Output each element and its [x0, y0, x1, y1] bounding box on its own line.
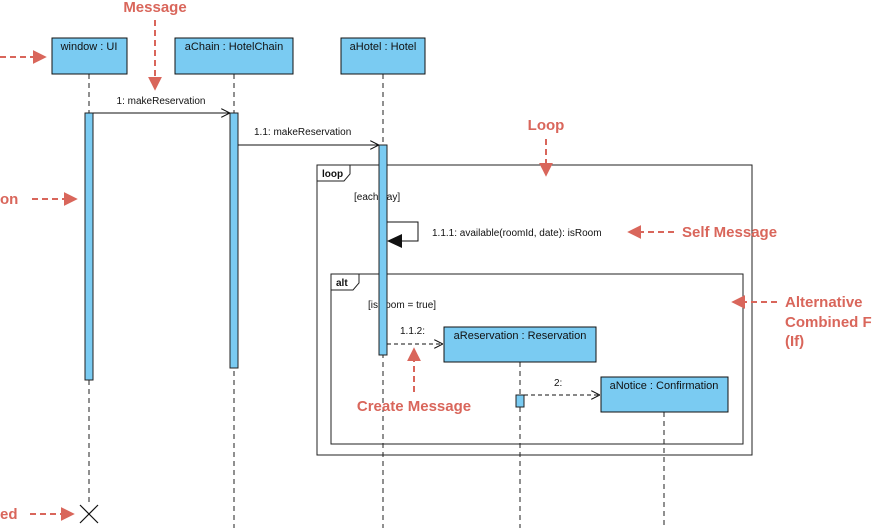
- message-1-1-1-self: 1.1.1: available(roomId, date): isRoom: [387, 221, 602, 248]
- annotation-alternative-1: Alternative: [785, 294, 863, 311]
- areservation-box[interactable]: aReservation : Reservation: [443, 326, 597, 363]
- message-2-label: 2:: [554, 378, 562, 389]
- destroy-x-icon: [79, 504, 99, 524]
- svg-text:aChain : HotelChain: aChain : HotelChain: [185, 41, 283, 53]
- message-1: 1: makeReservation: [93, 96, 229, 113]
- message-1-1-label: 1.1: makeReservation: [254, 127, 351, 138]
- message-2-create: 2:: [524, 378, 599, 395]
- alt-guard: [isRoom = true]: [368, 300, 436, 311]
- annotation-self-message: Self Message: [682, 224, 777, 241]
- svg-text:aHotel : Hotel: aHotel : Hotel: [350, 41, 417, 53]
- svg-text:aNotice : Confirmation: aNotice : Confirmation: [610, 380, 719, 392]
- annotation-destroyed-partial: ed: [0, 506, 18, 523]
- lifeline-ahotel-box[interactable]: aHotel : Hotel: [340, 37, 426, 75]
- lifeline-achain-box[interactable]: aChain : HotelChain: [174, 37, 294, 75]
- svg-text:aReservation : Reservation: aReservation : Reservation: [454, 330, 587, 342]
- alt-tag: alt: [336, 278, 348, 289]
- anotice-box[interactable]: aNotice : Confirmation: [600, 376, 729, 413]
- activation-bars: [84, 112, 525, 408]
- lifeline-window-box[interactable]: window : UI: [51, 37, 128, 75]
- annotation-create-message: Create Message: [357, 398, 471, 415]
- message-1-1-2-create: 1.1.2:: [387, 326, 442, 344]
- loop-tag: loop: [322, 169, 343, 180]
- loop-fragment: loop [each day]: [316, 164, 753, 456]
- loop-guard: [each day]: [354, 192, 400, 203]
- alt-fragment: alt [isRoom = true]: [330, 273, 744, 445]
- annotation-message: Message: [123, 0, 186, 16]
- message-1-1-2-label: 1.1.2:: [400, 326, 425, 337]
- annotation-alternative-3: (If): [785, 333, 804, 350]
- message-1-1-1-label: 1.1.1: available(roomId, date): isRoom: [432, 228, 602, 239]
- annotation-alternative-2: Combined F: [785, 314, 872, 331]
- message-1-label: 1: makeReservation: [117, 96, 206, 107]
- annotation-activation-partial: on: [0, 191, 18, 208]
- activation-achain: [229, 112, 239, 369]
- message-1-1: 1.1: makeReservation: [238, 127, 378, 145]
- activation-ahotel: [378, 144, 388, 356]
- svg-text:window : UI: window : UI: [60, 41, 118, 53]
- activation-window: [84, 112, 94, 381]
- annotation-loop: Loop: [528, 117, 565, 134]
- activation-areservation: [515, 394, 525, 408]
